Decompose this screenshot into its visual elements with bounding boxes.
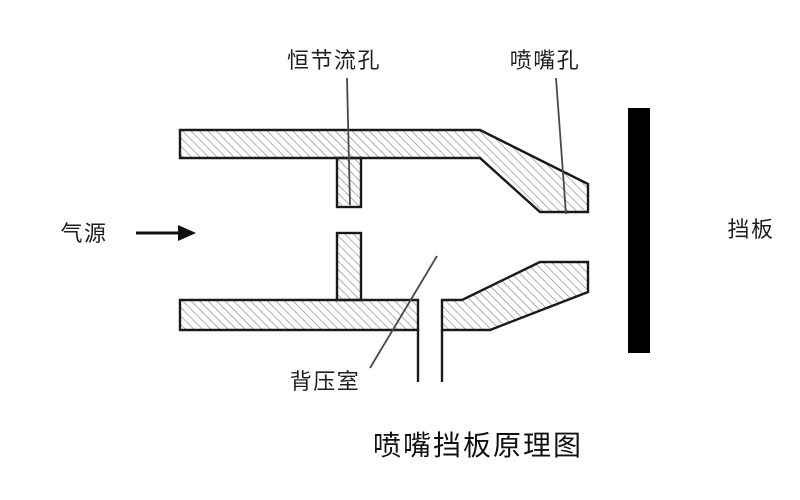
bottom-wall-right (440, 260, 590, 332)
air-flow-arrow-icon (136, 225, 196, 241)
label-flapper: 挡板 (727, 217, 774, 242)
orifice-partition-lower (335, 231, 363, 302)
top-wall (178, 128, 590, 214)
nozzle-body-section (178, 128, 590, 382)
flapper-plate (628, 108, 650, 353)
leader-nozzle (555, 77, 567, 215)
leader-restriction (346, 77, 351, 206)
label-air-source: 气源 (60, 221, 107, 246)
label-restriction: 恒节流孔 (287, 48, 381, 73)
label-back-pressure-chamber: 背压室 (290, 369, 361, 394)
diagram-caption: 喷嘴挡板原理图 (373, 430, 583, 462)
bottom-wall-left (178, 298, 420, 332)
label-nozzle: 喷嘴孔 (510, 48, 581, 73)
leader-back-pressure (369, 255, 438, 369)
